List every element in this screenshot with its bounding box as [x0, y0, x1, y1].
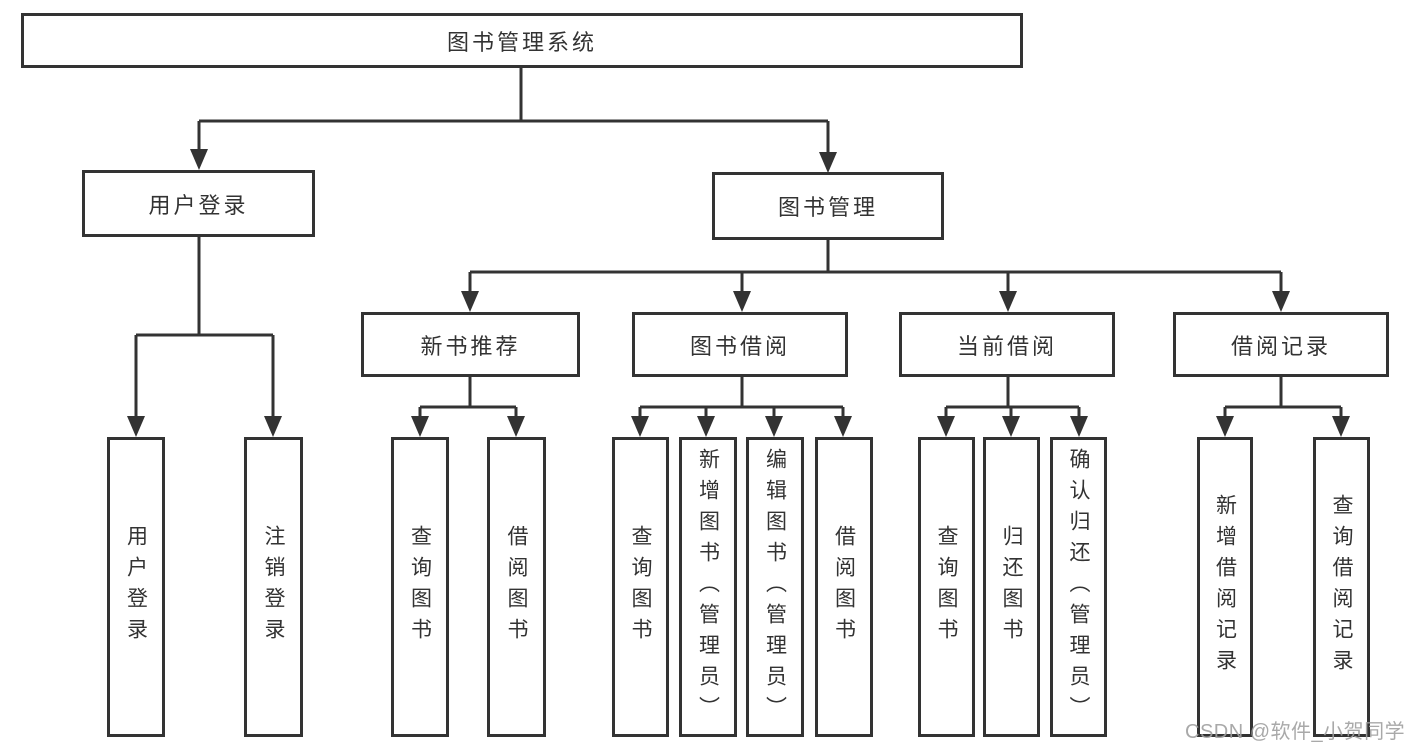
arrowhead: [1002, 416, 1020, 437]
connector-current-to-leaves: [944, 376, 1081, 420]
node-label: 图书管理: [777, 195, 878, 220]
arrowhead: [733, 291, 751, 312]
leaf-label: 查询图书: [935, 525, 958, 649]
node-borrowing-records: 借阅记录: [1173, 312, 1389, 377]
leaf-return-books: 归还图书: [983, 437, 1040, 737]
node-book-management: 图书管理: [712, 172, 944, 240]
leaf-label: 查询图书: [408, 525, 432, 649]
leaf-label: 新增图书（管理员）: [696, 447, 720, 727]
node-user-login: 用户登录: [82, 170, 315, 237]
arrowhead: [631, 416, 649, 437]
arrowhead: [834, 416, 852, 437]
arrowhead: [819, 152, 837, 173]
arrowhead: [461, 291, 479, 312]
connector-borrow-to-leaves: [638, 376, 845, 420]
arrowhead: [937, 416, 955, 437]
connector-newrec-to-leaves: [418, 376, 518, 420]
connector-user-login-to-leaves: [134, 236, 275, 420]
arrowhead: [765, 416, 783, 437]
leaf-label: 借阅图书: [832, 525, 856, 649]
arrowhead: [1070, 416, 1088, 437]
arrowhead: [697, 416, 715, 437]
node-current-borrowing: 当前借阅: [899, 312, 1115, 377]
leaf-logout: 注销登录: [244, 437, 303, 737]
arrowhead: [127, 416, 145, 437]
leaf-label: 确认归还（管理员）: [1067, 447, 1090, 727]
leaf-search-books-borrowing: 查询图书: [612, 437, 669, 737]
node-library-management-system: 图书管理系统: [21, 13, 1023, 68]
leaf-label: 用户登录: [124, 525, 148, 649]
arrowhead: [264, 416, 282, 437]
node-label: 新书推荐: [420, 333, 521, 359]
arrowhead: [507, 416, 525, 437]
csdn-watermark: CSDN @软件_小贺同学: [1185, 721, 1405, 743]
leaf-user-login: 用户登录: [107, 437, 165, 737]
node-label: 当前借阅: [956, 333, 1057, 359]
leaf-borrow-books-recommend: 借阅图书: [487, 437, 546, 737]
leaf-borrow-books-borrowing: 借阅图书: [815, 437, 873, 737]
node-new-book-recommendation: 新书推荐: [361, 312, 580, 377]
leaf-search-books-current: 查询图书: [918, 437, 975, 737]
leaf-label: 查询图书: [629, 525, 652, 649]
leaf-label: 新增借阅记录: [1213, 494, 1237, 680]
leaf-search-books-recommend: 查询图书: [391, 437, 449, 737]
leaf-search-borrow-record: 查询借阅记录: [1313, 437, 1370, 737]
node-label: 用户登录: [148, 192, 249, 218]
leaf-label: 查询借阅记录: [1330, 494, 1353, 680]
arrowhead: [411, 416, 429, 437]
leaf-label: 注销登录: [262, 525, 285, 649]
leaf-label: 编辑图书（管理员）: [763, 447, 787, 727]
node-label: 借阅记录: [1230, 333, 1331, 359]
connector-record-to-leaves: [1223, 376, 1343, 420]
leaf-label: 借阅图书: [505, 525, 528, 649]
connector-root-to-level2: [197, 68, 830, 156]
arrowhead: [999, 291, 1017, 312]
leaf-label: 归还图书: [1000, 525, 1023, 649]
connector-book-mgmt-to-level3: [468, 239, 1283, 295]
node-book-borrowing: 图书借阅: [632, 312, 848, 377]
arrowhead: [1332, 416, 1350, 437]
leaf-add-borrow-record: 新增借阅记录: [1197, 437, 1253, 737]
arrowhead: [1216, 416, 1234, 437]
leaf-edit-book-admin: 编辑图书（管理员）: [746, 437, 804, 737]
leaf-confirm-return-admin: 确认归还（管理员）: [1050, 437, 1107, 737]
arrowhead: [1272, 291, 1290, 312]
node-label: 图书借阅: [689, 333, 790, 359]
node-label: 图书管理系统: [446, 29, 597, 55]
arrowhead: [190, 149, 208, 170]
leaf-add-book-admin: 新增图书（管理员）: [679, 437, 737, 737]
